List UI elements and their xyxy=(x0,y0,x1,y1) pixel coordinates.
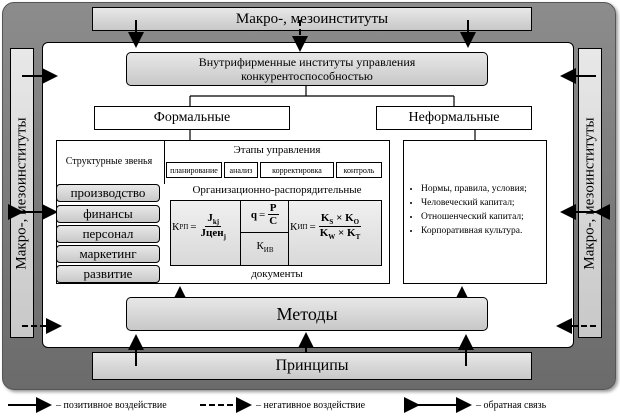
kip-den-t: T xyxy=(355,233,361,242)
formula-divider-h xyxy=(240,232,288,233)
dept-development: развитие xyxy=(56,265,160,283)
stage-control: контроль xyxy=(336,162,382,178)
krp-sub: РП xyxy=(179,222,189,231)
macro-top-label: Макро-, мезоинституты xyxy=(235,10,389,27)
stage-label: анализ xyxy=(229,165,253,175)
dept-production: производство xyxy=(56,184,160,202)
kip-fraction: KS × KO KW × KT xyxy=(318,212,363,241)
kip-times-2: × xyxy=(338,227,345,240)
stage-analysis: анализ xyxy=(224,162,258,178)
kip-den-k2: K xyxy=(347,227,356,240)
kip-num-k2: K xyxy=(345,212,354,224)
macro-right-band: Макро-, мезоинституты xyxy=(578,48,602,338)
stage-correction: корректировка xyxy=(260,162,334,178)
informal-item: Человеческий капитал; xyxy=(421,196,547,210)
macro-left-band: Макро-, мезоинституты xyxy=(10,48,34,338)
kiv-sub: ИВ xyxy=(263,246,274,255)
principles-band: Принципы xyxy=(92,352,532,380)
kip-sub: ИП xyxy=(297,222,308,231)
kip-times-1: × xyxy=(336,212,343,224)
informal-item: Отношенческий капитал; xyxy=(421,210,547,224)
kip-den-w: W xyxy=(328,233,336,242)
formal-box: Формальные xyxy=(94,106,290,130)
intra-line1: Внутрифирменные институты управления xyxy=(198,55,416,69)
structural-units-label: Структурные звенья xyxy=(65,156,153,167)
informal-item: Нормы, правила, условия; xyxy=(421,182,547,196)
informal-box: Неформальные xyxy=(376,106,532,130)
org-admin-label: Организационно-распорядительные xyxy=(192,184,362,196)
documents-label: документы xyxy=(251,268,303,280)
dept-label: финансы xyxy=(83,206,133,221)
informal-list: Нормы, правила, условия; Человеческий ка… xyxy=(405,182,547,238)
stage-label: планирование xyxy=(170,165,218,175)
stages-title: Этапы управления xyxy=(233,144,321,156)
dept-label: маркетинг xyxy=(79,246,137,261)
krp-num-sub: kj xyxy=(212,218,220,227)
stage-label: контроль xyxy=(343,165,375,175)
legend-negative: – негативное воздействие xyxy=(256,399,366,411)
dept-personnel: персонал xyxy=(56,225,160,243)
q-num: P xyxy=(267,202,279,215)
macro-top-band: Макро-, мезоинституты xyxy=(92,7,532,31)
dept-label: развитие xyxy=(83,266,133,281)
krp-fraction: Jkj Jценj xyxy=(199,212,228,241)
q-label: q xyxy=(250,208,257,221)
formula-divider-2 xyxy=(288,200,289,266)
krp-den: Jцен xyxy=(200,227,224,240)
methods-label: Методы xyxy=(276,303,338,324)
formula-divider-1 xyxy=(240,200,241,266)
dept-finance: финансы xyxy=(56,205,160,223)
kip-num-k1: K xyxy=(320,212,330,224)
kiv-label: К xyxy=(256,240,264,252)
legend-feedback: – обратная связь xyxy=(476,399,547,411)
informal-panel xyxy=(403,140,547,284)
informal-item: Корпоративная культура. xyxy=(421,224,547,238)
dept-label: персонал xyxy=(82,226,134,241)
divider-v xyxy=(164,140,165,184)
formal-label: Формальные xyxy=(153,110,231,125)
intra-institutes-box: Внутрифирменные институты управления кон… xyxy=(126,52,488,86)
dept-marketing: маркетинг xyxy=(56,245,160,263)
legend-positive: – позитивное воздействие xyxy=(56,399,167,411)
intra-line2: конкурентоспособностью xyxy=(241,69,373,83)
kip-den-k1: K xyxy=(319,227,329,240)
kip-num-s: S xyxy=(329,218,334,227)
krp-den-sub: j xyxy=(223,233,226,242)
stage-planning: планирование xyxy=(166,162,222,178)
krp-label: К xyxy=(172,220,180,233)
informal-label: Неформальные xyxy=(408,110,500,125)
formula-panel xyxy=(170,200,382,266)
stage-label: корректировка xyxy=(272,165,322,175)
principles-label: Принципы xyxy=(275,357,349,374)
dept-label: производство xyxy=(70,185,146,200)
q-den: C xyxy=(269,215,278,227)
krp-num: J xyxy=(207,212,213,224)
kip-label: К xyxy=(290,220,298,233)
methods-box: Методы xyxy=(126,297,488,331)
kip-num-o: O xyxy=(353,218,360,227)
formula-kiv: КИВ xyxy=(242,240,288,254)
